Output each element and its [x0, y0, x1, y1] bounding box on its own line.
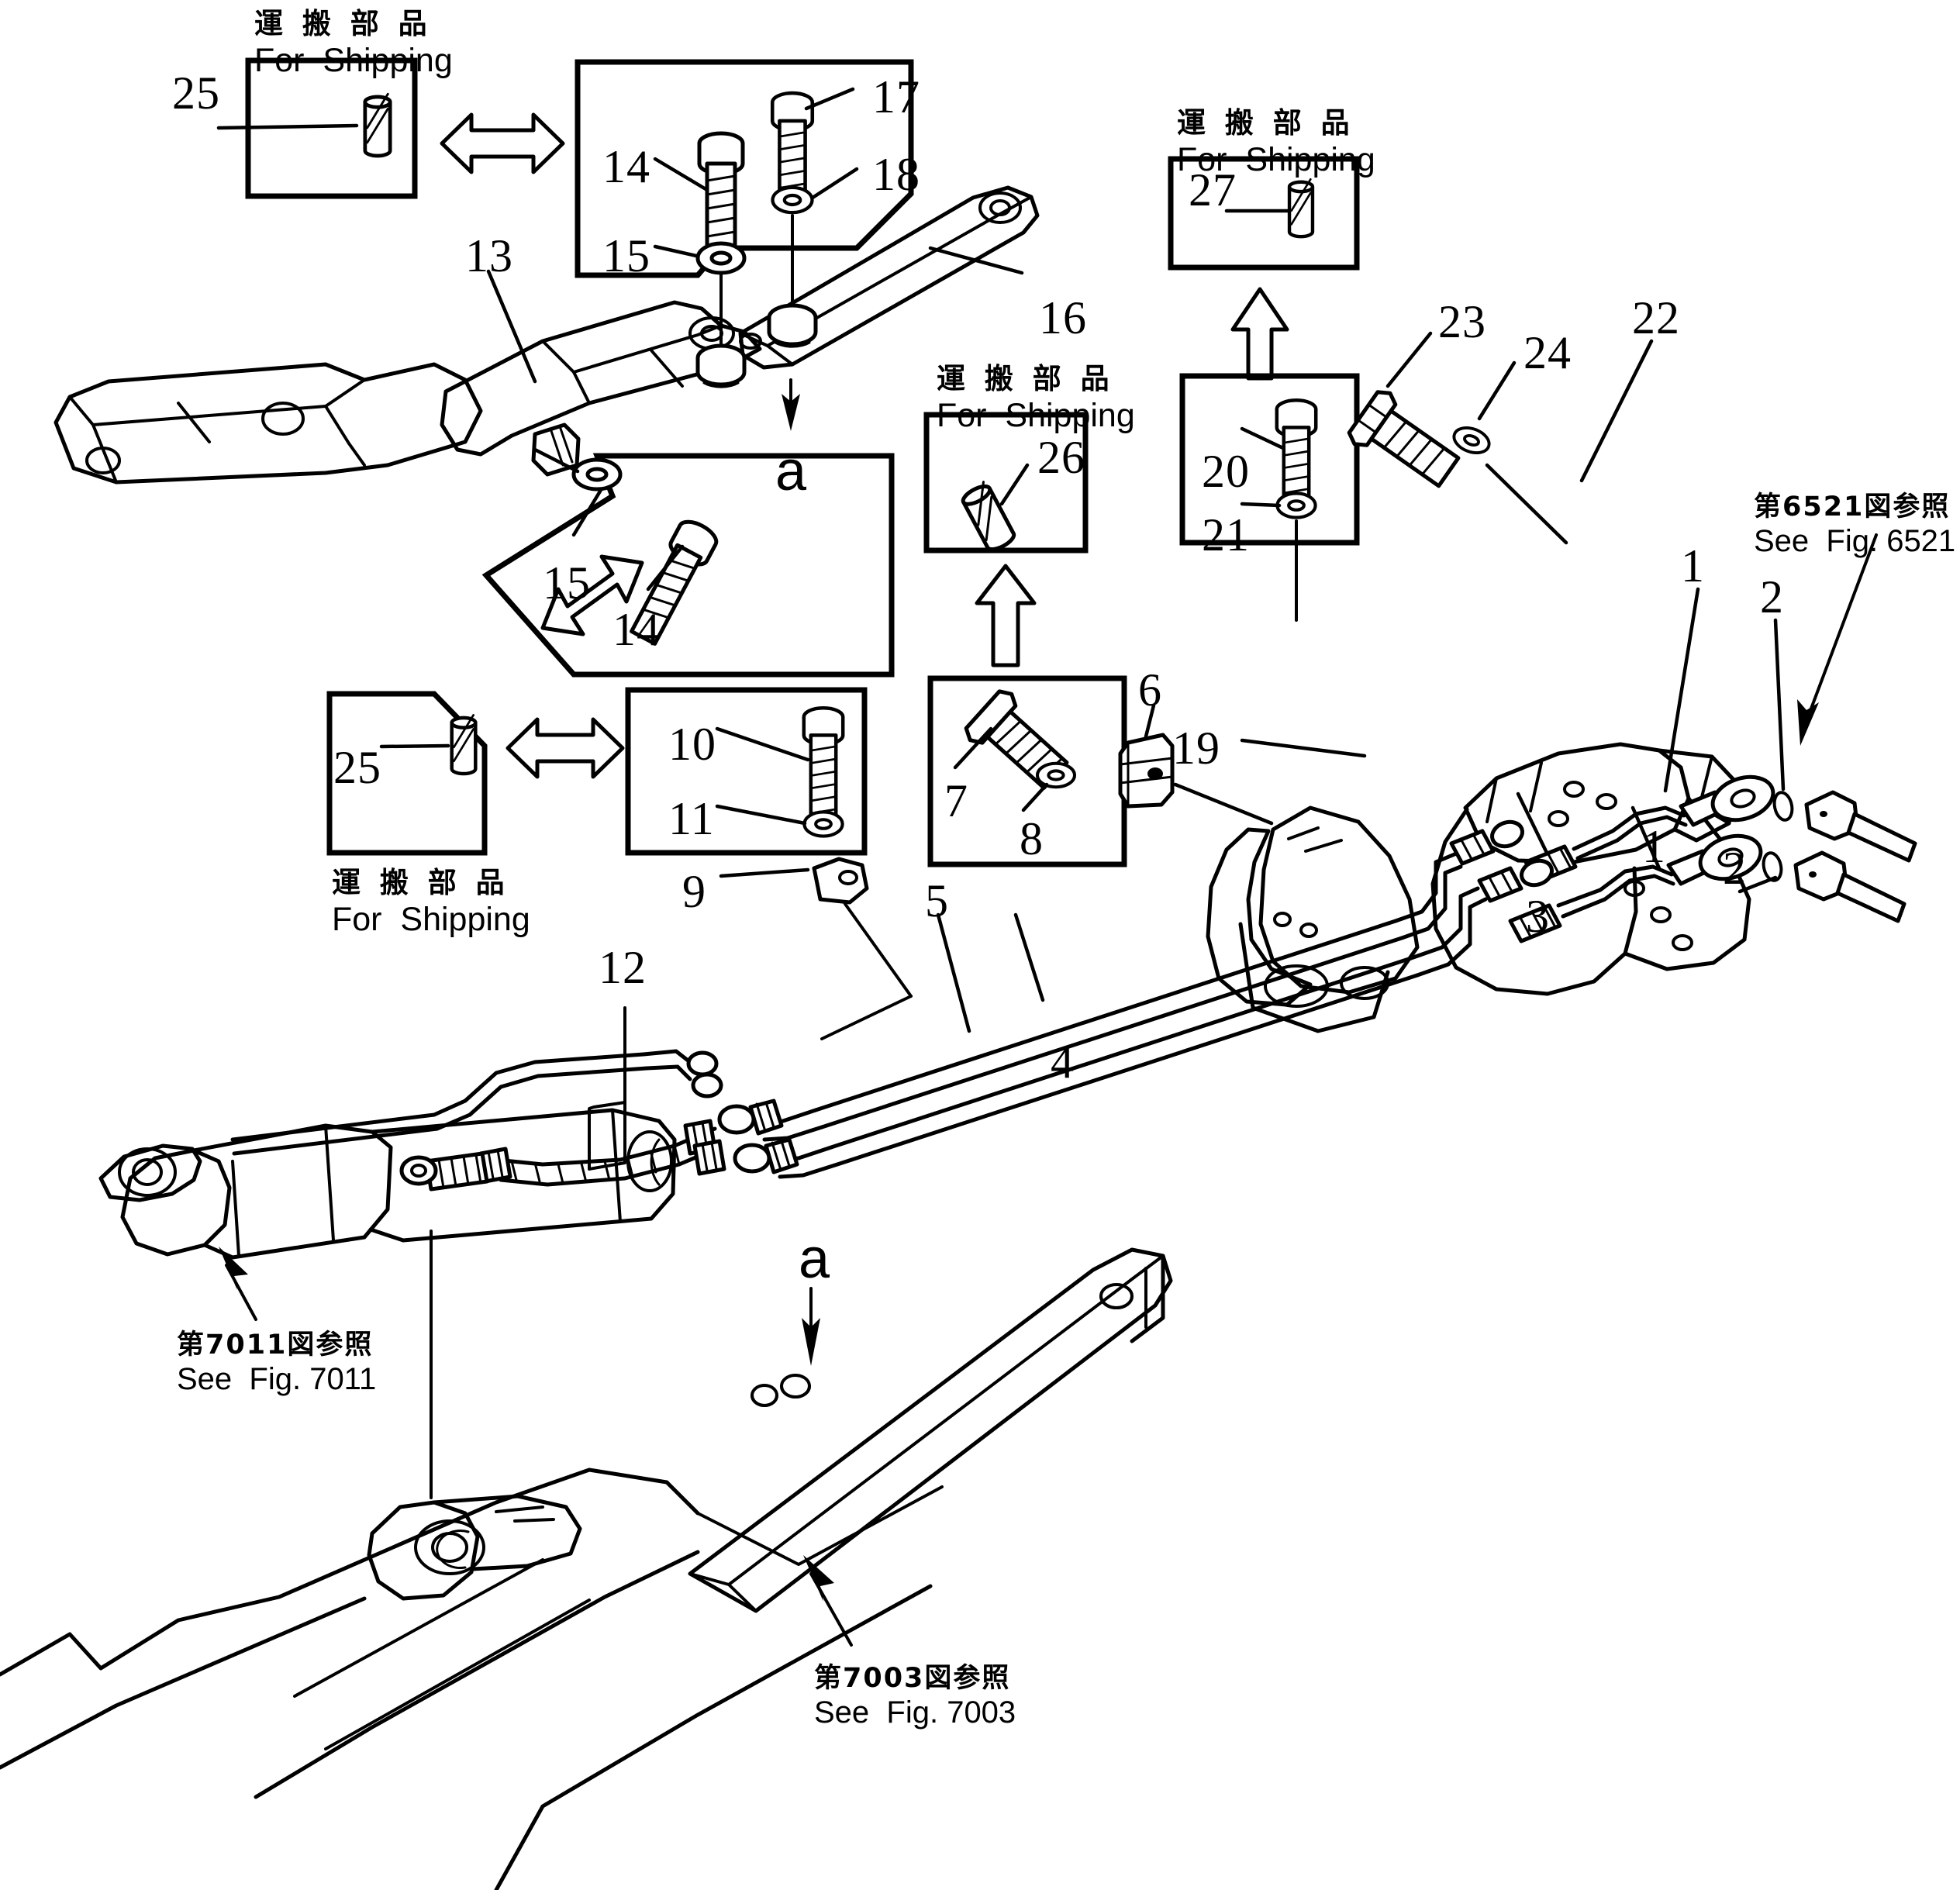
- callout-22[interactable]: 22: [1632, 292, 1680, 343]
- callout-18[interactable]: 18: [872, 149, 920, 200]
- callout-19[interactable]: 19: [1172, 723, 1220, 774]
- callout-5[interactable]: 5: [925, 875, 949, 926]
- figure-ref-7011[interactable]: 第7011図参照 See Fig. 7011: [177, 1323, 376, 1397]
- callout-10[interactable]: 10: [668, 719, 716, 770]
- shipping-label-jp: 運 搬 部 品: [254, 7, 432, 40]
- callout-14-top[interactable]: 14: [602, 141, 650, 192]
- figure-ref-en: See Fig. 7011: [177, 1362, 377, 1396]
- shipping-label-en: For Shipping: [332, 901, 530, 938]
- shipping-label-jp: 運 搬 部 品: [937, 362, 1114, 395]
- section-marker-a-bottom: a: [799, 1228, 830, 1290]
- callout-24[interactable]: 24: [1523, 327, 1572, 378]
- callout-3[interactable]: 3: [1526, 891, 1550, 942]
- shipping-label-en: For Shipping: [1177, 141, 1375, 178]
- callout-2-upper[interactable]: 2: [1760, 571, 1784, 623]
- shipping-caption-26: 運 搬 部 品 For Shipping: [937, 355, 1135, 435]
- callout-6[interactable]: 6: [1138, 664, 1162, 716]
- callout-26[interactable]: 26: [1037, 432, 1085, 483]
- figure-ref-en: See Fig. 7003: [814, 1695, 1016, 1730]
- callout-17[interactable]: 17: [872, 71, 920, 122]
- callout-2-lower[interactable]: 2: [1723, 843, 1747, 894]
- callout-25-top[interactable]: 25: [172, 67, 220, 119]
- callout-13[interactable]: 13: [465, 230, 513, 281]
- callout-15-top[interactable]: 15: [602, 230, 650, 281]
- figure-ref-6521[interactable]: 第6521図参照 See Fig. 6521: [1754, 485, 1955, 559]
- callout-12[interactable]: 12: [599, 942, 647, 993]
- callout-16[interactable]: 16: [1039, 292, 1087, 343]
- callout-1-lower[interactable]: 1: [1642, 821, 1666, 872]
- callout-14-box[interactable]: 14: [612, 604, 661, 655]
- shipping-label-jp: 運 搬 部 品: [1177, 106, 1354, 140]
- figure-ref-jp: 第7011図参照: [177, 1330, 374, 1361]
- shipping-caption-27: 運 搬 部 品 For Shipping: [1177, 99, 1375, 179]
- callout-15-box[interactable]: 15: [543, 557, 591, 609]
- callout-20[interactable]: 20: [1202, 446, 1250, 497]
- figure-ref-en: See Fig. 6521: [1754, 524, 1956, 558]
- shipping-caption-25-top: 運 搬 部 品 For Shipping: [254, 0, 453, 80]
- figure-ref-jp: 第6521図参照: [1754, 491, 1951, 523]
- shipping-caption-25-mid: 運 搬 部 品 For Shipping: [332, 859, 530, 939]
- figure-ref-jp: 第7003図参照: [814, 1663, 1011, 1694]
- callout-1-upper[interactable]: 1: [1681, 540, 1705, 591]
- callout-21[interactable]: 21: [1202, 509, 1250, 560]
- callout-7[interactable]: 7: [944, 775, 968, 826]
- callout-25-mid[interactable]: 25: [333, 742, 381, 793]
- callout-4[interactable]: 4: [1051, 1036, 1075, 1088]
- shipping-label-jp: 運 搬 部 品: [332, 866, 509, 899]
- callout-23[interactable]: 23: [1438, 296, 1486, 347]
- shipping-label-en: For Shipping: [254, 42, 453, 79]
- callout-11[interactable]: 11: [668, 793, 715, 844]
- shipping-label-en: For Shipping: [937, 397, 1135, 434]
- section-marker-a-top: a: [775, 440, 807, 502]
- callout-8[interactable]: 8: [1020, 813, 1044, 864]
- callout-27[interactable]: 27: [1189, 164, 1237, 216]
- figure-ref-7003[interactable]: 第7003図参照 See Fig. 7003: [814, 1656, 1016, 1730]
- callout-9[interactable]: 9: [682, 866, 706, 917]
